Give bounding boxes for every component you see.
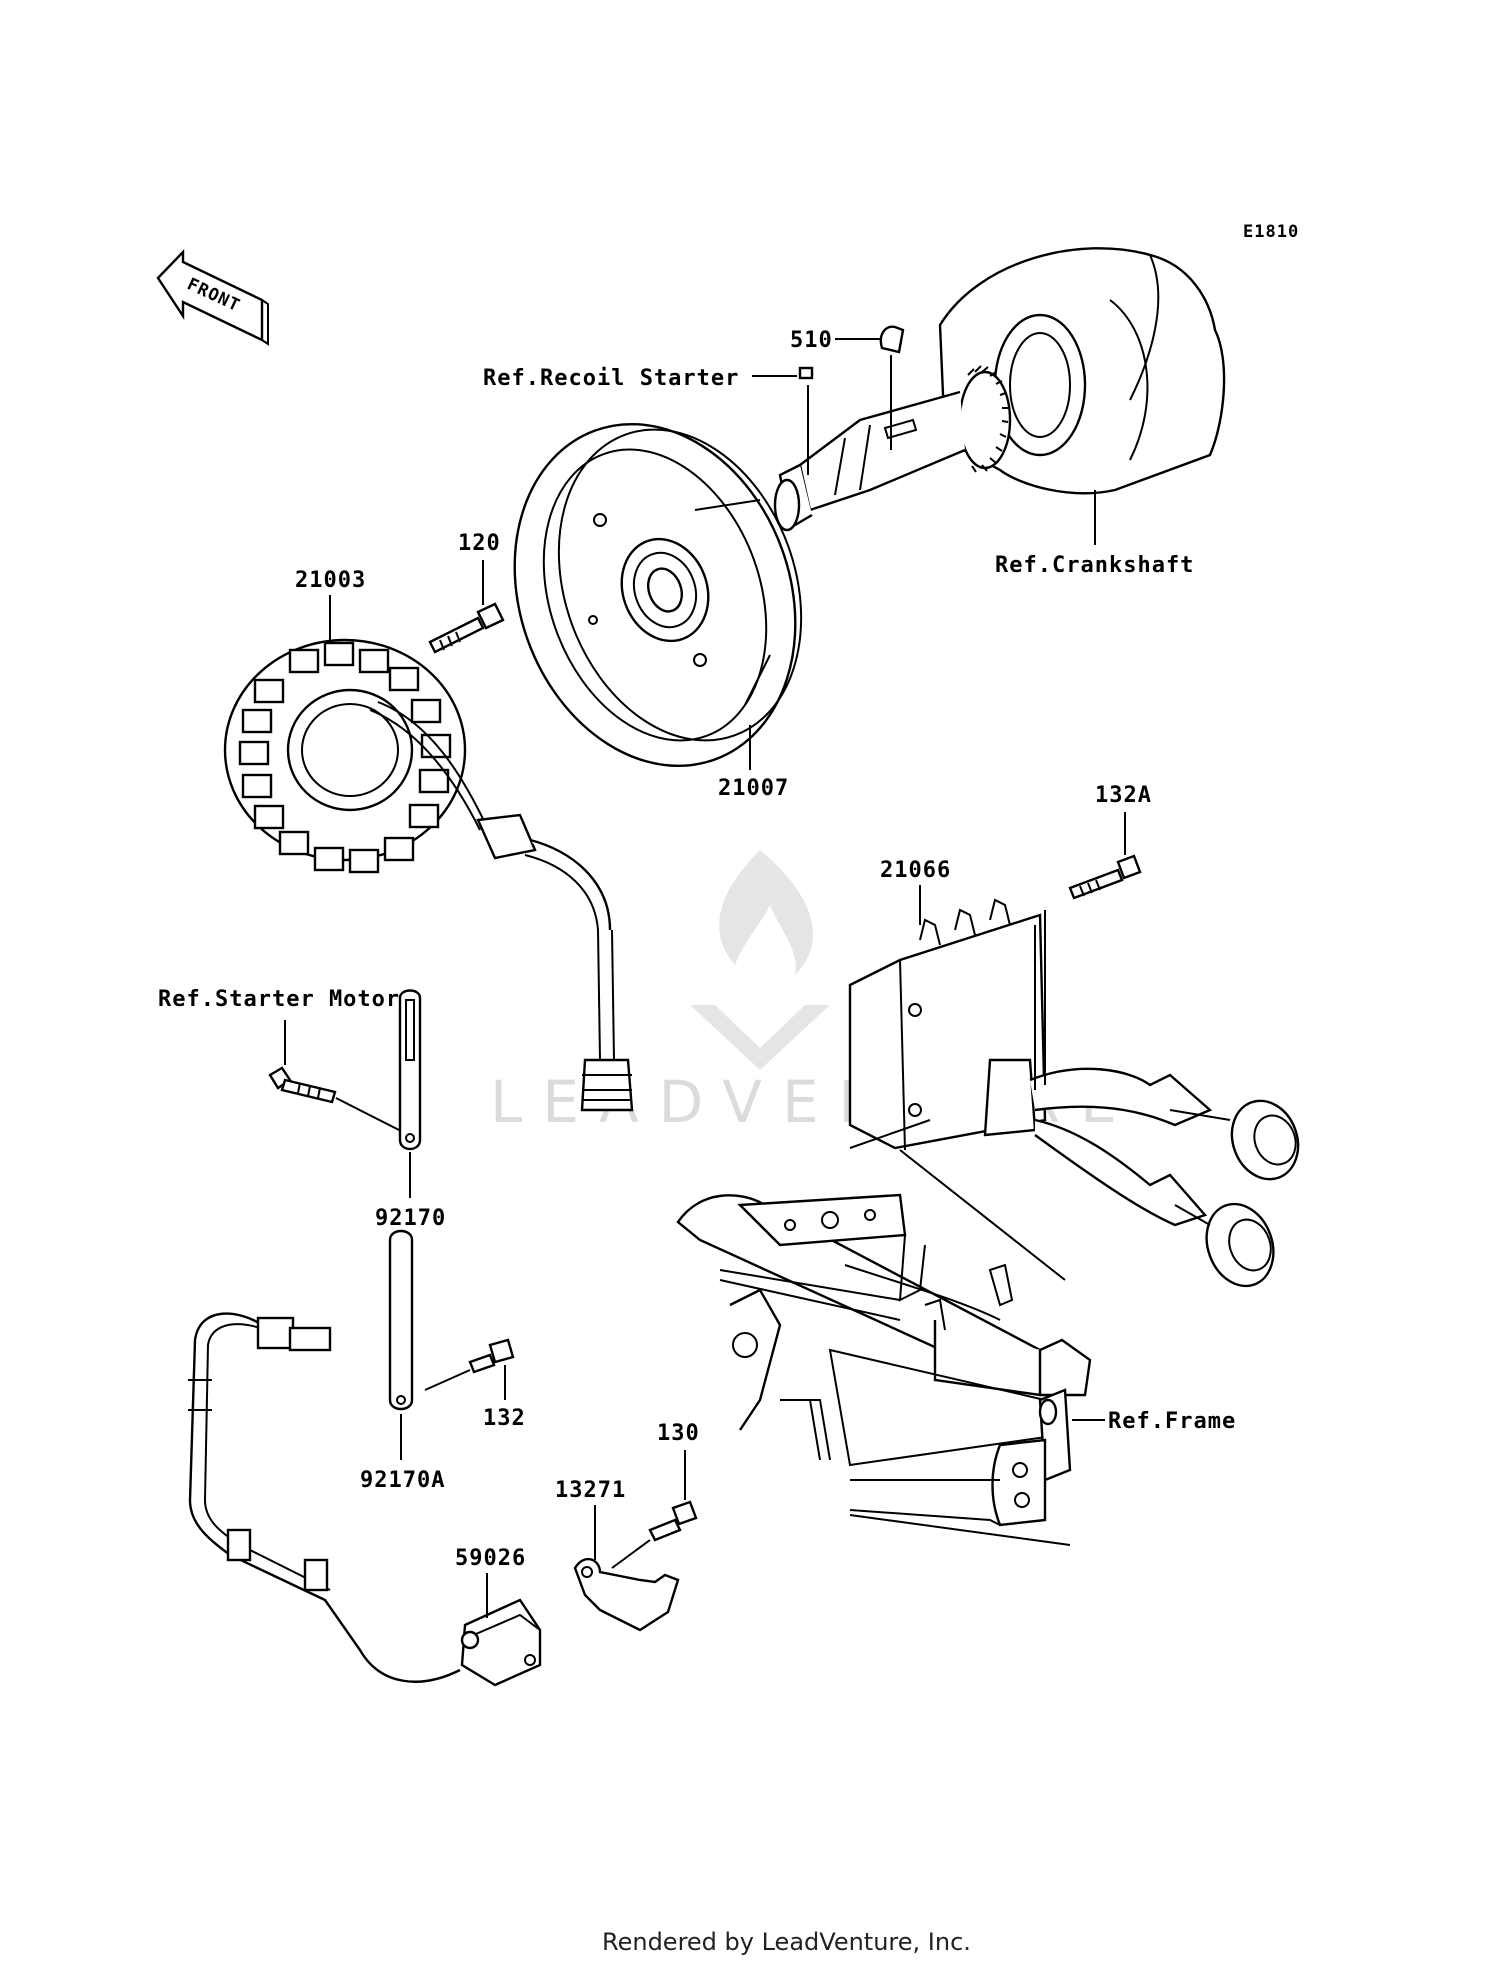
callout-21003: 21003 <box>295 568 366 593</box>
regulator-rectifier <box>848 898 1300 1288</box>
bolt-starter-motor <box>268 1066 337 1104</box>
footer-credit: Rendered by LeadVenture, Inc. <box>602 1928 971 1956</box>
callout-ref-crankshaft: Ref.Crankshaft <box>995 553 1194 578</box>
stator-poles <box>238 641 452 874</box>
front-arrow-icon: FRONT <box>156 249 269 346</box>
pickup-coil-harness <box>188 1312 542 1687</box>
callout-510: 510 <box>790 328 833 353</box>
callout-ref-recoil-starter: Ref.Recoil Starter <box>483 366 739 391</box>
callout-120: 120 <box>458 531 501 556</box>
woodruff-key-510 <box>879 325 905 354</box>
bolt-130 <box>648 1500 698 1542</box>
callout-132A: 132A <box>1095 783 1152 808</box>
frame-drawing <box>676 1193 1092 1546</box>
callout-92170A: 92170A <box>360 1468 445 1493</box>
bolt-132 <box>468 1338 515 1374</box>
callout-21066: 21066 <box>880 858 951 883</box>
bolt-132A <box>1068 854 1142 900</box>
callout-130: 130 <box>657 1421 700 1446</box>
flywheel-rotor <box>513 422 803 768</box>
diagram-code: E1810 <box>1243 222 1299 242</box>
stator <box>223 638 634 1112</box>
callout-59026: 59026 <box>455 1546 526 1571</box>
callout-ref-starter-motor: Ref.Starter Motor <box>158 987 400 1012</box>
callout-132: 132 <box>483 1406 526 1431</box>
callout-92170: 92170 <box>375 1206 446 1231</box>
ground-strap-92170 <box>398 989 422 1151</box>
callout-13271: 13271 <box>555 1478 626 1503</box>
callout-21007: 21007 <box>718 776 789 801</box>
callout-ref-frame: Ref.Frame <box>1108 1409 1236 1434</box>
bracket-13271 <box>573 1557 680 1632</box>
bolt-120 <box>428 602 505 654</box>
ground-strap-92170A <box>388 1229 414 1411</box>
crankshaft-drawing <box>773 247 1226 532</box>
